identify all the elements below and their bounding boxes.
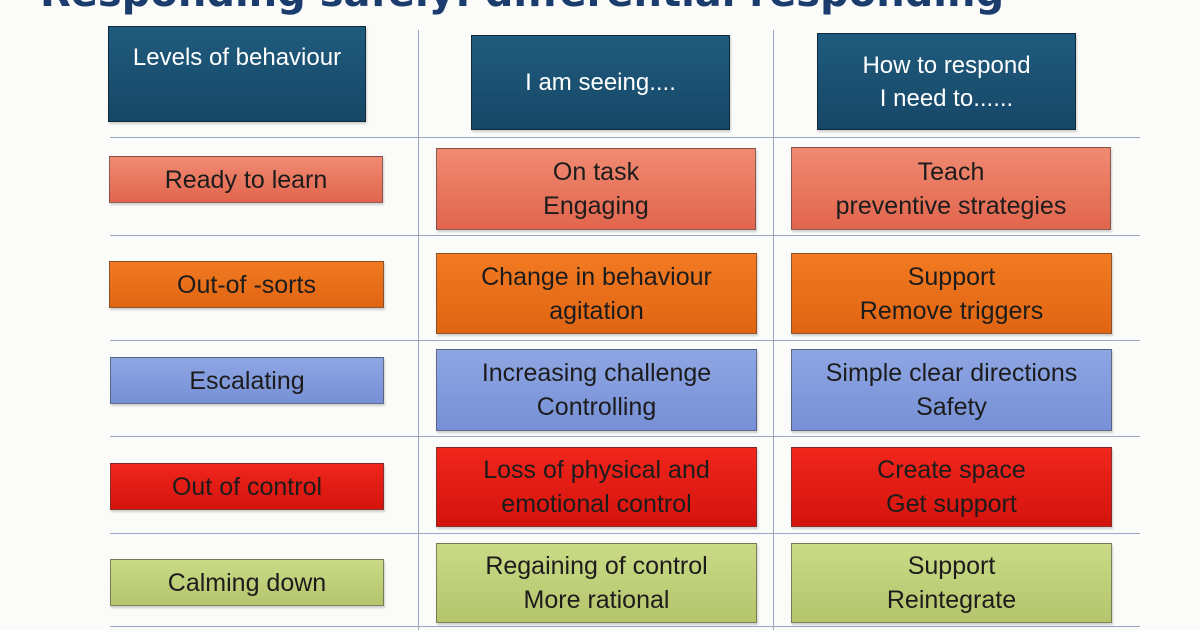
respond-out-of-sorts: Support Remove triggers (791, 253, 1112, 334)
seeing-text: Increasing challenge (481, 359, 712, 387)
column-divider (418, 30, 419, 630)
seeing-out-of-control: Loss of physical and emotional control (436, 447, 757, 527)
level-ready-to-learn: Ready to learn (109, 156, 383, 203)
seeing-text: Regaining of control (485, 552, 708, 580)
header-text: Levels of behaviour (132, 44, 342, 71)
respond-text: Teach (917, 157, 985, 186)
seeing-calming-down: Regaining of control More rational (436, 543, 757, 623)
row-divider (110, 626, 1140, 627)
level-label: Ready to learn (164, 165, 328, 194)
level-label: Escalating (189, 366, 305, 395)
seeing-text: Loss of physical and (483, 456, 710, 484)
level-out-of-control: Out of control (110, 463, 384, 510)
row-divider (110, 533, 1140, 534)
seeing-text: On task (552, 158, 640, 186)
row-divider (110, 436, 1140, 437)
respond-text: Support (907, 552, 996, 580)
seeing-ready-to-learn: On task Engaging (436, 148, 756, 230)
respond-text: preventive strategies (835, 191, 1067, 220)
respond-text: Get support (886, 490, 1017, 518)
level-label: Out-of -sorts (177, 270, 316, 299)
header-how-to-respond: How to respond I need to...... (817, 33, 1076, 130)
respond-ready-to-learn: Teach preventive strategies (791, 147, 1111, 230)
header-text: I need to...... (879, 84, 1014, 112)
column-divider (773, 30, 774, 630)
seeing-text: Change in behaviour (481, 262, 712, 291)
respond-out-of-control: Create space Get support (791, 447, 1112, 527)
seeing-escalating: Increasing challenge Controlling (436, 349, 757, 431)
respond-text: Create space (877, 456, 1026, 484)
header-i-am-seeing: I am seeing.... (471, 35, 730, 130)
respond-text: Reintegrate (886, 586, 1017, 614)
seeing-text: agitation (549, 296, 644, 325)
seeing-text: Engaging (543, 192, 649, 220)
level-calming-down: Calming down (110, 559, 384, 606)
header-text: How to respond (862, 51, 1031, 79)
seeing-text: emotional control (501, 490, 692, 518)
seeing-text: Controlling (536, 393, 657, 421)
respond-calming-down: Support Reintegrate (791, 543, 1112, 623)
seeing-out-of-sorts: Change in behaviour agitation (436, 253, 757, 334)
respond-text: Safety (916, 393, 987, 421)
row-divider (110, 235, 1140, 236)
seeing-text: More rational (523, 586, 670, 614)
level-label: Out of control (171, 472, 323, 501)
respond-text: Remove triggers (859, 296, 1044, 325)
page-title: Responding safely: differential respondi… (40, 0, 1200, 16)
row-divider (110, 340, 1140, 341)
header-text: I am seeing.... (525, 69, 676, 96)
respond-escalating: Simple clear directions Safety (791, 349, 1112, 431)
row-divider (110, 137, 1140, 138)
respond-text: Support (907, 262, 996, 291)
level-label: Calming down (167, 568, 327, 597)
header-levels-of-behaviour: Levels of behaviour (108, 26, 366, 122)
level-escalating: Escalating (110, 357, 384, 404)
level-out-of-sorts: Out-of -sorts (109, 261, 384, 308)
respond-text: Simple clear directions (825, 359, 1078, 387)
